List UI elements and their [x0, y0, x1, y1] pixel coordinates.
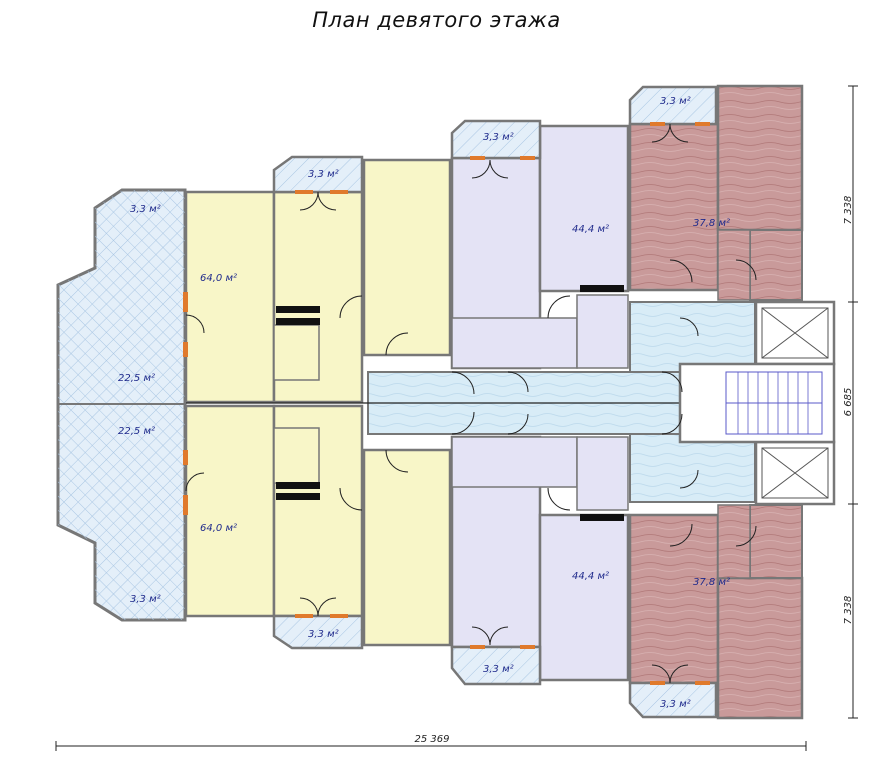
dimension-right-top: 7 338	[843, 196, 854, 225]
dimension-bottom-total: 25 369	[415, 734, 450, 745]
area-terrace-left-bottom: 22,5 м²	[118, 426, 155, 437]
dimension-lines	[55, 85, 858, 751]
page-title: План девятого этажа	[312, 8, 561, 32]
area-terrace-left-top: 22,5 м²	[118, 373, 155, 384]
yellow-apartment-bottom	[184, 404, 452, 647]
area-balcony-left-top: 3,3 м²	[130, 204, 161, 215]
purple-apartment-top	[450, 124, 630, 370]
area-apt-yellow-bottom: 64,0 м²	[200, 523, 237, 534]
area-apt-red-top: 37,8 м²	[693, 218, 730, 229]
red-apartment-top	[628, 84, 804, 301]
area-apt-purple-top: 44,4 м²	[572, 224, 609, 235]
area-balcony-yellow-bottom: 3,3 м²	[308, 629, 339, 640]
area-balcony-purple-top: 3,3 м²	[483, 132, 514, 143]
red-apartment-bottom	[628, 504, 804, 720]
dimension-right-bottom: 7 338	[843, 596, 854, 625]
purple-apartment-bottom	[450, 435, 630, 682]
area-balcony-left-bottom: 3,3 м²	[130, 594, 161, 605]
elevator-bottom	[754, 440, 836, 506]
corridor	[186, 301, 756, 503]
dimension-right-middle: 6 685	[843, 388, 854, 417]
area-balcony-red-bottom: 3,3 м²	[660, 699, 691, 710]
area-apt-yellow-top: 64,0 м²	[200, 273, 237, 284]
window-marks	[183, 122, 710, 685]
elevator-top	[754, 300, 836, 366]
area-apt-purple-bottom: 44,4 м²	[572, 571, 609, 582]
yellow-apartment-top	[184, 158, 452, 404]
area-balcony-red-top: 3,3 м²	[660, 96, 691, 107]
area-apt-red-bottom: 37,8 м²	[693, 577, 730, 588]
door-swings	[185, 123, 757, 684]
staircase	[678, 362, 836, 444]
area-balcony-yellow-top: 3,3 м²	[308, 169, 339, 180]
area-balcony-purple-bottom: 3,3 м²	[483, 664, 514, 675]
left-terrace	[56, 188, 187, 622]
